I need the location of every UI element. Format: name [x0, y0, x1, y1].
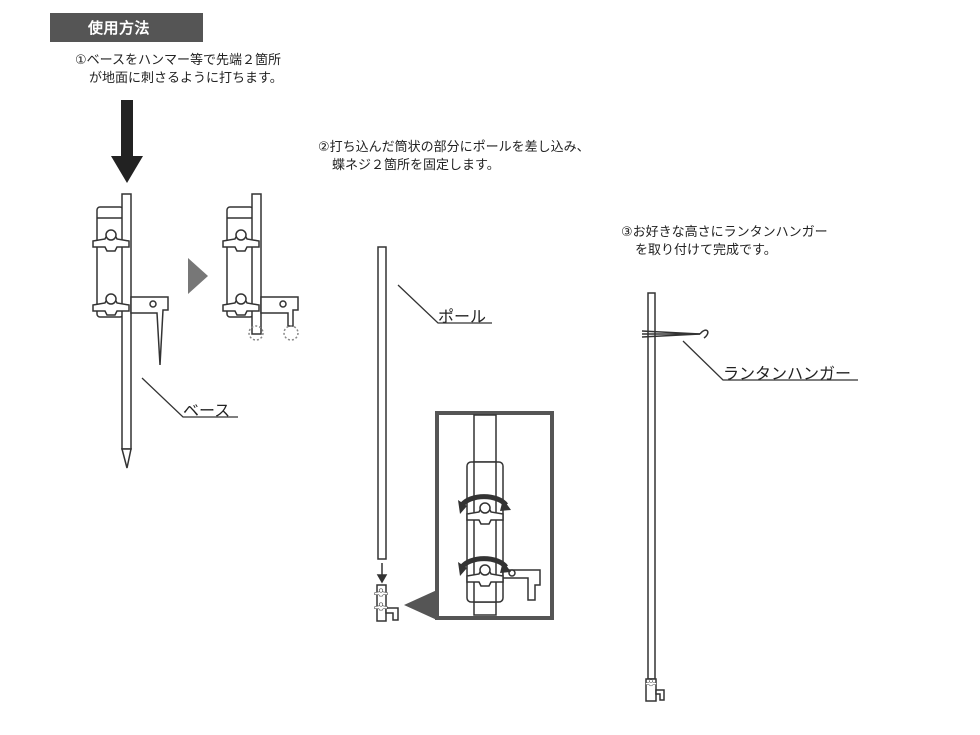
- step-1-instruction: ①ベースをハンマー等で先端２箇所 が地面に刺さるように打ちます。: [75, 52, 283, 88]
- step-3-line2: を取り付けて完成です。: [635, 243, 777, 258]
- next-step-arrow-icon: [188, 258, 208, 294]
- base-leader-line: [141, 377, 238, 418]
- detail-callout: [404, 411, 554, 620]
- lantern-hanger-label: ランタンハンガー: [723, 364, 852, 383]
- pole-label: ポール: [438, 307, 487, 326]
- step-2-instruction: ②打ち込んだ筒状の部分にポールを差し込み、 蝶ネジ２箇所を固定します。: [318, 139, 590, 175]
- step-3-line1: ③お好きな高さにランタンハンガー: [621, 225, 828, 240]
- base-label: ベース: [183, 401, 231, 420]
- step-2-line2: 蝶ネジ２箇所を固定します。: [332, 158, 500, 173]
- pole-with-hanger: [641, 292, 709, 702]
- base-stake-small: [222, 193, 299, 341]
- base-stake-large: [92, 193, 169, 469]
- step-1-line1: ①ベースをハンマー等で先端２箇所: [75, 53, 282, 68]
- step-1-line2: が地面に刺さるように打ちます。: [89, 71, 283, 86]
- step-3-instruction: ③お好きな高さにランタンハンガー を取り付けて完成です。: [621, 224, 828, 260]
- pole: [374, 246, 399, 622]
- down-arrow-icon: [111, 100, 143, 183]
- step-2-line1: ②打ち込んだ筒状の部分にポールを差し込み、: [318, 140, 590, 155]
- section-title: 使用方法: [50, 13, 203, 42]
- hanger-leader-line: [682, 340, 858, 381]
- pole-leader-line: [397, 284, 492, 324]
